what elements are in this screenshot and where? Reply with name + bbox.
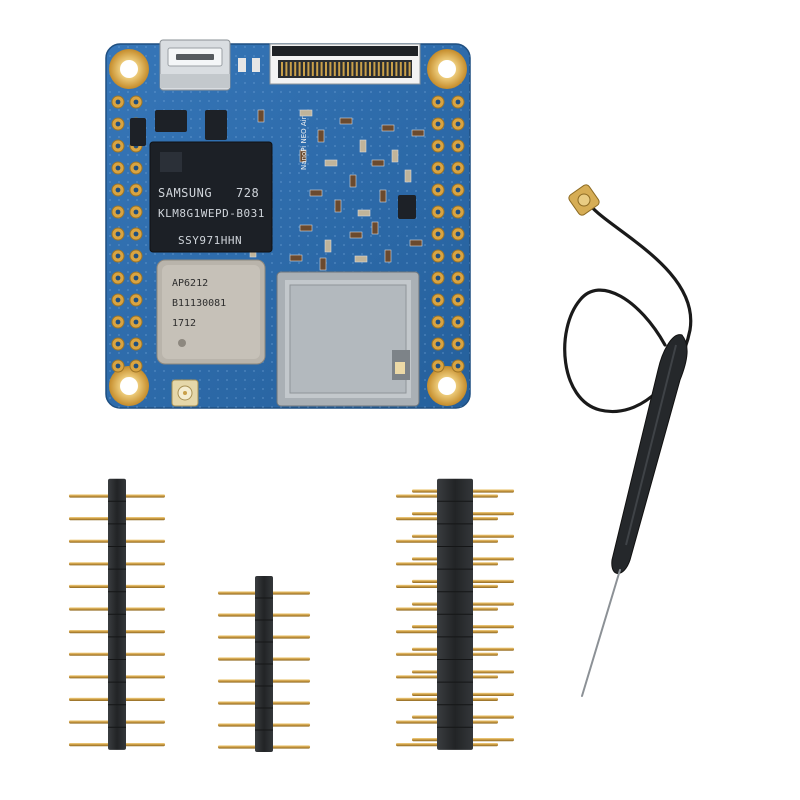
smd-part	[319, 257, 327, 271]
smd-part	[354, 255, 368, 263]
wifi-module: AP6212 B11130081 1712	[156, 259, 266, 365]
smd-part	[404, 169, 412, 183]
smd-part	[371, 159, 385, 167]
smd-part	[339, 117, 353, 125]
smd-part	[324, 239, 332, 253]
board-model-silkscreen: NanoPi NEO Air	[300, 116, 308, 170]
smd-part	[379, 189, 387, 203]
smd-part	[299, 149, 307, 163]
smd-part	[409, 239, 423, 247]
smd-part	[349, 174, 357, 188]
microsd-slot	[276, 271, 420, 407]
smd-part	[317, 129, 325, 143]
mounting-holes	[109, 49, 467, 406]
smd-part	[334, 199, 342, 213]
gpio-pads-right	[431, 95, 465, 373]
smd-part	[299, 109, 313, 117]
wifi-antenna	[563, 184, 693, 697]
smd-part	[324, 159, 338, 167]
smd-part	[357, 209, 371, 217]
smd-part	[359, 139, 367, 153]
gpio-pads-left	[111, 95, 143, 373]
wifi-chip-date: 1712	[172, 318, 196, 329]
status-leds	[238, 58, 260, 72]
regulator-chips	[130, 110, 416, 219]
emmc-chip-date: 728	[236, 186, 259, 200]
ufl-plug	[568, 184, 600, 216]
smd-part	[299, 224, 313, 232]
wifi-chip-model: AP6212	[172, 278, 208, 289]
smd-part	[371, 221, 379, 235]
smd-part	[384, 249, 392, 263]
camera-fpc-connector	[269, 43, 421, 85]
micro-usb-port	[159, 39, 231, 91]
smd-part	[289, 254, 303, 262]
emmc-chip-brand: SAMSUNG	[158, 186, 212, 200]
emmc-chip: SAMSUNG 728 KLM8G1WEPD-B031 SSY971HHN	[149, 141, 273, 253]
pin-header-8	[218, 576, 310, 752]
emmc-chip-lot: SSY971HHN	[178, 234, 242, 247]
emmc-chip-part: KLM8G1WEPD-B031	[158, 207, 265, 220]
smd-part	[309, 189, 323, 197]
antenna-cable	[563, 203, 693, 414]
smd-part	[381, 124, 395, 132]
smd-part	[257, 109, 265, 123]
nanopi-board: SAMSUNG 728 KLM8G1WEPD-B031 SSY971HHN AP…	[105, 39, 471, 409]
smd-part	[411, 129, 425, 137]
smd-part	[391, 149, 399, 163]
smd-part	[349, 231, 363, 239]
pin-header-2x12	[396, 478, 514, 750]
pin-header-12	[69, 478, 165, 750]
antenna-whip	[581, 569, 621, 697]
ufl-connector	[171, 379, 199, 407]
wifi-chip-batch: B11130081	[172, 298, 226, 309]
